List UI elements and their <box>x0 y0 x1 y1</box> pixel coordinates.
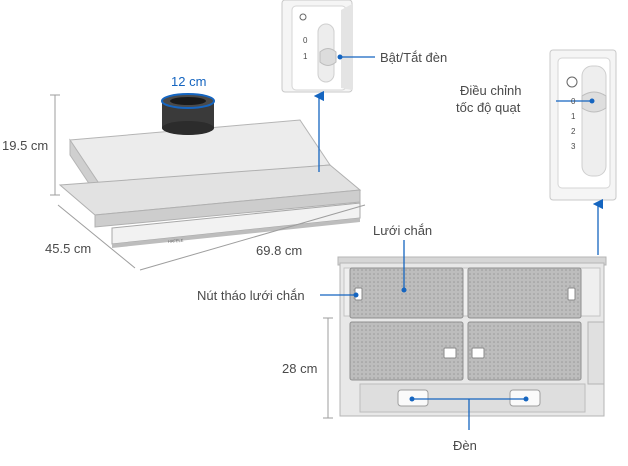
grease-filter-callout: Lưới chắn <box>373 223 433 238</box>
fan-speed-position-1: 1 <box>571 112 576 121</box>
light-switch-position-1: 1 <box>303 52 308 61</box>
hood-3d-view: HAFELE <box>50 93 366 271</box>
grease-filter-upper-left <box>349 267 464 319</box>
light-bulb-icon <box>299 13 307 21</box>
light-switch-knob[interactable] <box>319 48 337 66</box>
filter-release-clip[interactable] <box>443 347 457 359</box>
light-switch-panel <box>281 0 353 93</box>
hood-bottom-view <box>337 256 607 417</box>
light-switch-position-0: 0 <box>303 36 308 45</box>
fan-speed-panel <box>549 49 617 201</box>
depth-label: 45.5 cm <box>45 241 92 256</box>
height-label: 19.5 cm <box>2 138 49 153</box>
filter-release-callout: Nút tháo lưới chắn <box>197 288 305 303</box>
light-switch-callout: Bật/Tắt đèn <box>380 50 448 65</box>
fan-speed-position-2: 2 <box>571 127 576 136</box>
grease-filter-lower-right <box>467 321 582 381</box>
bottom-depth-label: 28 cm <box>282 361 318 376</box>
duct-collar <box>161 93 215 135</box>
duct-diameter-label: 12 cm <box>171 74 207 89</box>
fan-speed-position-3: 3 <box>571 142 576 151</box>
grease-filter-lower-left <box>349 321 464 381</box>
fan-icon <box>566 76 578 88</box>
brand-mark: HAFELE <box>168 238 184 244</box>
lights-callout: Đèn <box>453 438 477 453</box>
filter-release-clip[interactable] <box>567 287 576 301</box>
fan-speed-position-0: 0 <box>571 97 576 106</box>
grease-filter-upper-right <box>467 267 582 319</box>
width-label: 69.8 cm <box>256 243 303 258</box>
callout-leaders <box>313 54 604 430</box>
fan-speed-callout-line2: tốc độ quạt <box>456 100 521 115</box>
filter-release-clip[interactable] <box>471 347 485 359</box>
fan-speed-callout-line1: Điều chỉnh <box>460 83 522 98</box>
